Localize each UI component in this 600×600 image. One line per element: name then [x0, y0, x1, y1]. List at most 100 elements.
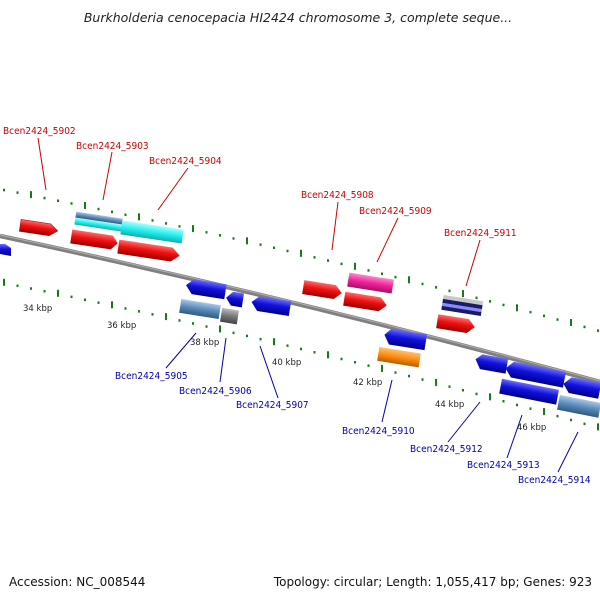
gene-label[interactable]: Bcen2424_5912	[410, 444, 483, 455]
gene-label[interactable]: Bcen2424_5914	[518, 475, 591, 486]
scale-tick-minor	[165, 222, 167, 225]
scale-tick-minor	[84, 298, 86, 301]
scale-tick-minor	[232, 331, 235, 335]
scale-tick-major	[30, 191, 32, 199]
scale-tick-minor	[597, 329, 599, 332]
scale-tick-major	[246, 237, 248, 245]
scale-tick-major	[435, 378, 437, 386]
scale-tick-minor	[192, 322, 194, 325]
topology-summary: Topology: circular; Length: 1,055,417 bp…	[273, 575, 592, 589]
scale-tick-minor	[570, 418, 572, 422]
gene-bcen2424-5902[interactable]	[19, 219, 59, 236]
gene-bcen2424-5912[interactable]	[474, 353, 509, 374]
gene-bcen2424-5904[interactable]	[120, 220, 184, 244]
gene-label[interactable]: Bcen2424_5908	[301, 190, 374, 201]
scale-tick-major	[57, 289, 59, 297]
scale-tick-major	[489, 393, 491, 401]
scale-tick-minor	[151, 313, 154, 316]
leader-line	[506, 414, 523, 459]
gene-blue-arrow[interactable]	[0, 244, 11, 256]
gene-label[interactable]: Bcen2424_5913	[467, 460, 540, 471]
scale-tick-major	[3, 278, 5, 286]
scale-tick-major	[462, 290, 464, 298]
scale-tick-minor	[43, 290, 46, 293]
gene-bcen2424-5905[interactable]	[185, 278, 227, 300]
leader-line	[157, 167, 189, 211]
leader-line	[447, 401, 481, 443]
gene-red-arrow[interactable]	[70, 229, 119, 251]
leader-line	[331, 201, 339, 251]
gene-red-arrow[interactable]	[436, 314, 476, 334]
scale-tick-minor	[327, 259, 329, 262]
gene-blue-arrow[interactable]	[225, 291, 244, 308]
gene-bcen2424-5908[interactable]	[302, 280, 343, 300]
gene-label[interactable]: Bcen2424_5907	[236, 400, 309, 411]
scale-tick-minor	[502, 400, 505, 403]
gene-label[interactable]: Bcen2424_5906	[179, 386, 252, 397]
scale-tick-minor	[583, 325, 586, 329]
leader-line	[37, 137, 47, 191]
scale-tick-minor	[219, 234, 221, 237]
scale-label: 36 kbp	[107, 321, 136, 331]
gene-label[interactable]: Bcen2424_5905	[115, 371, 188, 382]
scale-tick-major	[543, 408, 545, 416]
scale-tick-major	[273, 338, 275, 346]
scale-tick-minor	[178, 319, 181, 322]
gene-bcen2424-5914[interactable]	[557, 394, 600, 418]
top-strand-genes	[19, 211, 484, 334]
scale-tick-minor	[516, 403, 518, 407]
leader-line	[219, 337, 227, 383]
gene-label[interactable]: Bcen2424_5902	[3, 126, 76, 137]
gene-label[interactable]: Bcen2424_5910	[342, 426, 415, 437]
scale-tick-major	[570, 319, 572, 326]
scale-tick-minor	[43, 196, 46, 200]
scale-tick-minor	[259, 337, 262, 341]
scale-tick-minor	[273, 246, 275, 249]
scale-tick-minor	[286, 344, 289, 347]
gene-bcen2424-5911[interactable]	[441, 294, 484, 317]
gene-blue-arrow[interactable]	[562, 376, 600, 399]
scale-tick-minor	[97, 207, 100, 211]
scale-labels: 34 kbp 36 kbp 38 kbp 40 kbp 42 kbp 44 kb…	[23, 304, 546, 433]
scale-tick-major	[219, 325, 221, 333]
scale-tick-major	[84, 202, 86, 209]
scale-tick-minor	[205, 231, 208, 234]
scale-label: 42 kbp	[353, 378, 382, 388]
gene-bcen2424-5913[interactable]	[499, 378, 559, 405]
bottom-strand-genes	[0, 244, 600, 418]
scale-tick-minor	[421, 378, 424, 381]
gene-label[interactable]: Bcen2424_5903	[76, 141, 149, 152]
leader-line	[381, 379, 393, 423]
scale-tick-minor	[16, 191, 19, 194]
gene-bcen2424-5907[interactable]	[250, 295, 292, 317]
gene-bcen2424-5909[interactable]	[347, 272, 394, 294]
scale-tick-major	[138, 213, 140, 221]
gene-bcen2424-5906[interactable]	[220, 307, 239, 325]
scale-tick-minor	[313, 351, 316, 354]
gene-label[interactable]: Bcen2424_5909	[359, 206, 432, 217]
scale-tick-major	[381, 364, 383, 372]
scale-tick-major	[165, 313, 167, 321]
bottom-leader-lines	[165, 332, 579, 473]
scale-tick-major	[192, 225, 194, 233]
scale-tick-minor	[448, 385, 451, 388]
scale-tick-major	[327, 351, 329, 359]
scale-tick-major	[516, 304, 518, 312]
top-leader-lines	[37, 137, 481, 287]
gene-red-arrow[interactable]	[117, 239, 180, 263]
scale-tick-minor	[300, 347, 302, 351]
gene-bcen2424-5903[interactable]	[74, 211, 123, 232]
leader-line	[557, 431, 579, 473]
gene-blue-arrow[interactable]	[383, 328, 427, 351]
top-gene-labels: Bcen2424_5902 Bcen2424_5903 Bcen2424_590…	[3, 126, 517, 239]
gene-steel-block[interactable]	[179, 298, 221, 320]
gene-bcen2424-5910[interactable]	[377, 346, 421, 368]
gene-blue-arrow[interactable]	[504, 360, 566, 388]
gene-label[interactable]: Bcen2424_5904	[149, 156, 222, 167]
gene-red-arrow[interactable]	[343, 291, 388, 313]
gene-label[interactable]: Bcen2424_5911	[444, 228, 517, 239]
scale-tick-minor	[475, 296, 478, 300]
scale-tick-minor	[16, 284, 19, 287]
scale-tick-major	[408, 276, 410, 284]
scale-tick-minor	[340, 262, 343, 266]
